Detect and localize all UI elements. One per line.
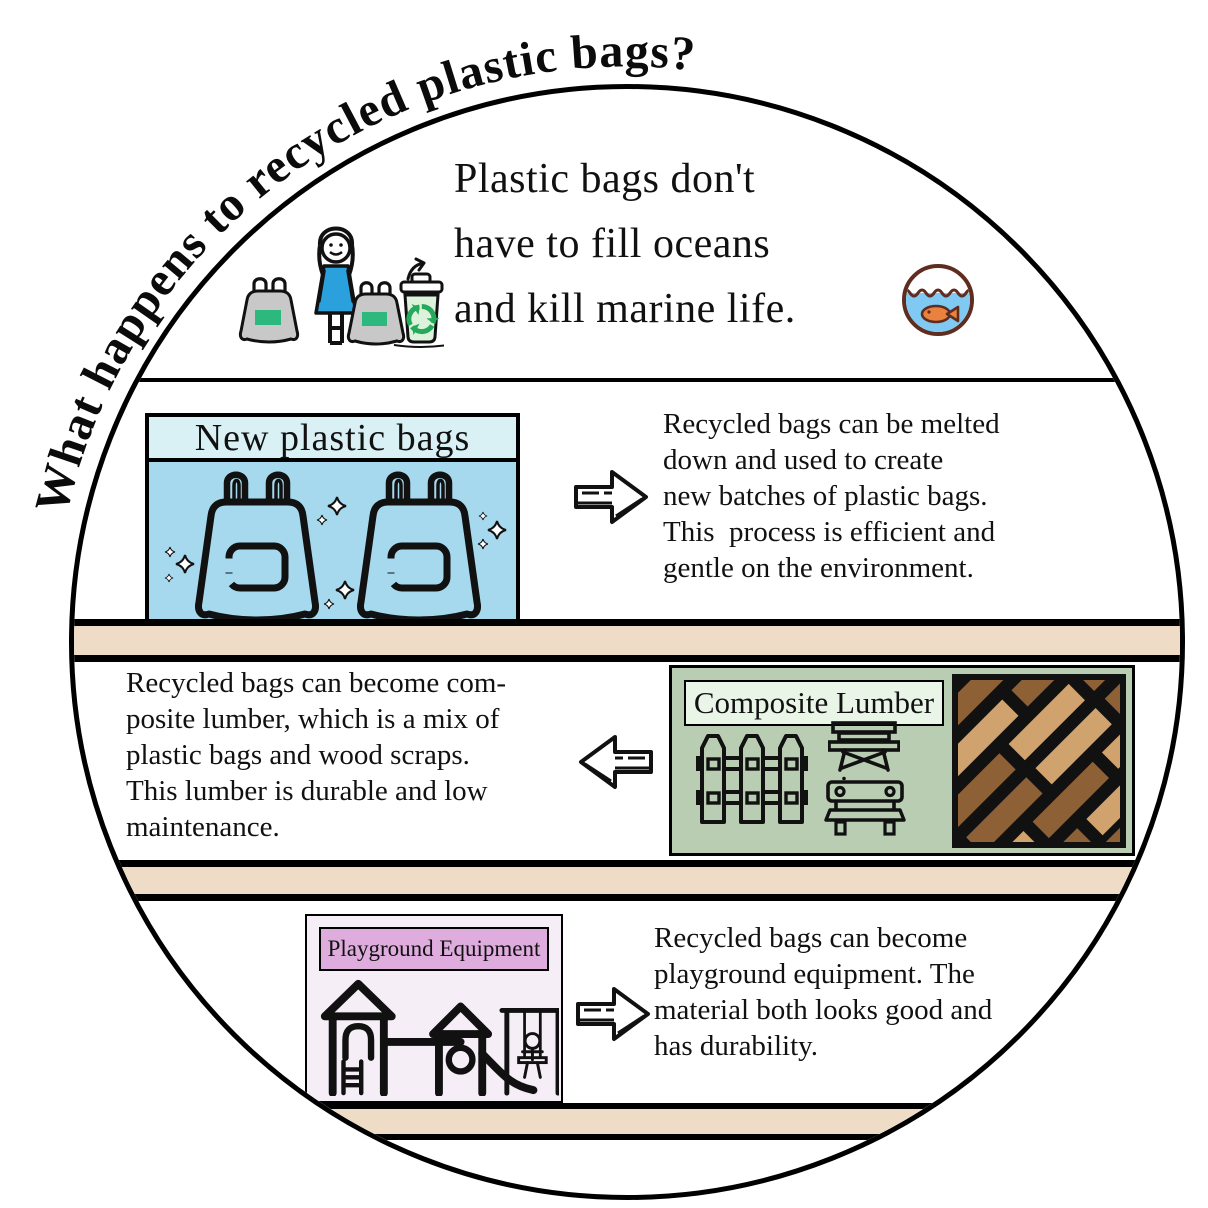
small-transfer-arrow-icon (406, 257, 426, 281)
fish-icon (920, 304, 960, 324)
sparkles (164, 496, 507, 610)
composite-decking-swatch (952, 674, 1126, 848)
composite-lumber-description: Recycled bags can become com- posite lum… (126, 667, 507, 843)
divider-band-2 (74, 860, 1180, 901)
new-plastic-bags-title: New plastic bags (149, 417, 516, 462)
new-bags-description: Recycled bags can be melted down and use… (663, 408, 1000, 584)
new-plastic-bags-box: New plastic bags (145, 413, 520, 623)
picket-fence-icon (696, 734, 808, 824)
main-circle: Plastic bags don't have to fill oceans a… (69, 84, 1185, 1200)
arrow-right-icon-1 (574, 470, 648, 524)
playground-description: Recycled bags can become playground equi… (654, 922, 993, 1062)
divider-band-3 (74, 1103, 1180, 1140)
arrow-right-icon-2 (576, 987, 650, 1041)
picnic-table-icon (828, 721, 900, 772)
composite-lumber-box: Composite Lumber (669, 665, 1135, 856)
grey-bag-left-icon (238, 277, 300, 344)
fishbowl-icon (902, 264, 974, 336)
playground-equipment-box: Playground Equipment (305, 914, 563, 1103)
header-divider-line (74, 378, 1180, 382)
playground-equipment-title: Playground Equipment (319, 927, 549, 971)
grey-bag-right-icon (346, 281, 406, 346)
recycle-bin-icon (393, 272, 444, 348)
two-plastic-bags-icon (164, 462, 507, 619)
playground-icon (320, 979, 559, 1096)
park-bench-icon (824, 776, 906, 836)
arrow-left-icon (579, 735, 653, 789)
headline: Plastic bags don't have to fill oceans a… (454, 156, 796, 333)
composite-lumber-title: Composite Lumber (684, 680, 944, 726)
person-recycling-icon (238, 226, 444, 348)
swing-icon (499, 1007, 559, 1096)
divider-band-1 (74, 619, 1180, 662)
